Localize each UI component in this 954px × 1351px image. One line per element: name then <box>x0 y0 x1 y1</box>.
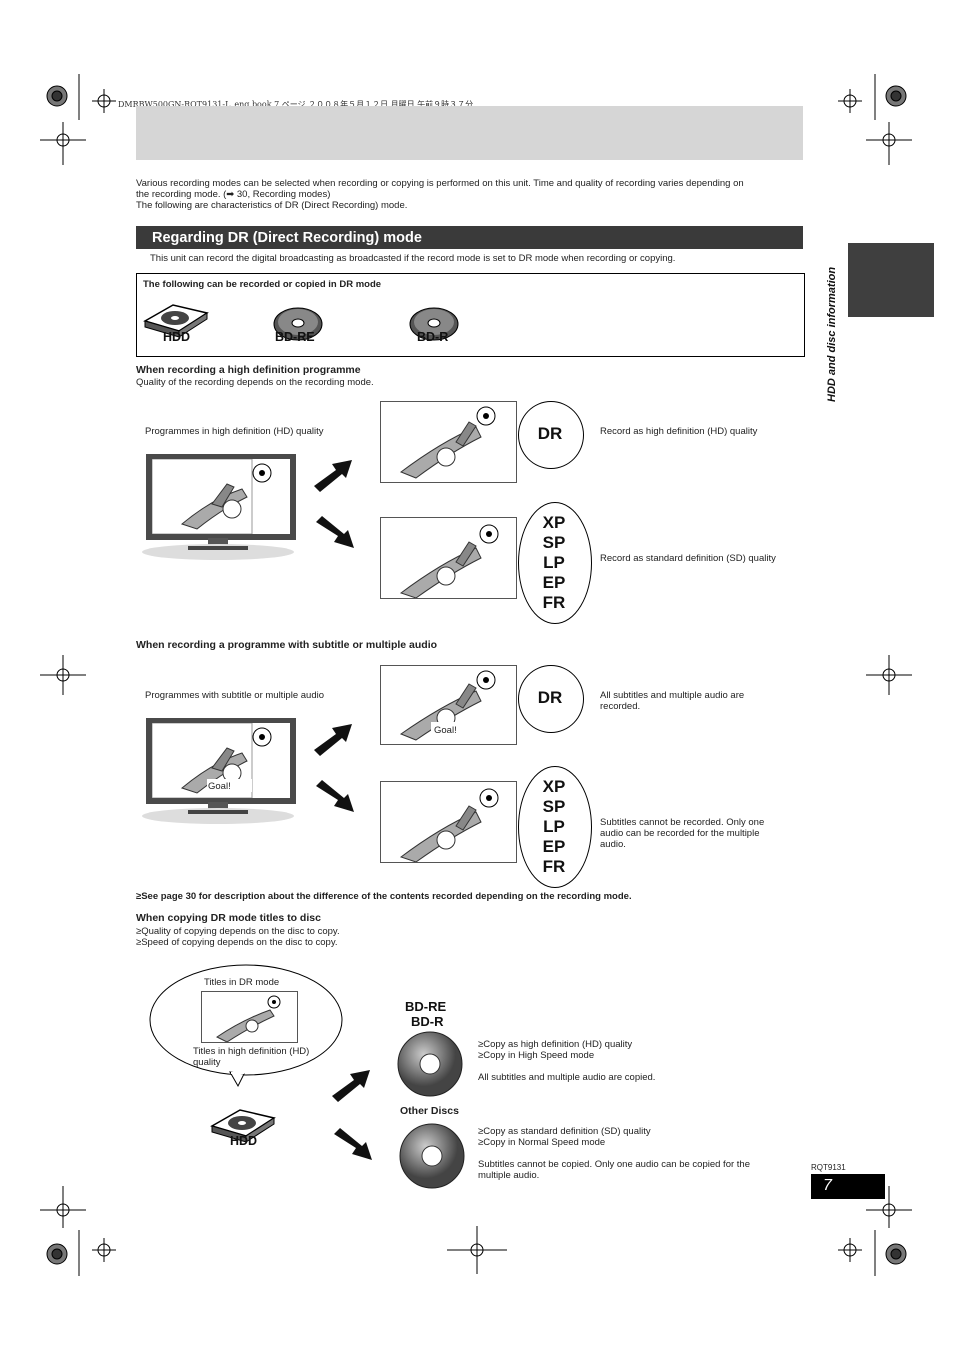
hdd-icon <box>143 304 209 338</box>
bd-copy-item-1: ≥Copy as high definition (HD) quality <box>478 1039 633 1050</box>
sd2-mode-xp: XP <box>542 777 566 796</box>
sd-mode-ep: EP <box>542 573 566 592</box>
media-label-bd-r: BD-R <box>417 330 449 344</box>
tv-stand <box>142 538 294 560</box>
bd-disc-icon-copy <box>397 1031 463 1097</box>
hdd-copy-label: HDD <box>230 1134 258 1148</box>
media-label-bd-re: BD-RE <box>275 330 315 344</box>
sd2-mode-lp: LP <box>543 817 565 836</box>
subtitle-source-label: Programmes with subtitle or multiple aud… <box>145 690 324 701</box>
dr-mode-oval-2 <box>518 665 584 733</box>
copy-bullet-2: ≥Speed of copying depends on the disc to… <box>136 937 338 948</box>
page-header-band <box>136 106 803 160</box>
other-copy-note-1: Subtitles cannot be copied. Only one aud… <box>478 1159 750 1170</box>
arrow-down-right-2 <box>316 780 354 812</box>
goalkeeper-image-2 <box>151 722 272 799</box>
other-discs-label: Other Discs <box>400 1105 459 1117</box>
section-title-bar: Regarding DR (Direct Recording) mode <box>136 226 803 249</box>
section-title: Regarding DR (Direct Recording) mode <box>152 230 422 246</box>
sd2-mode-sp: SP <box>542 797 566 816</box>
sd-mode-lp: LP <box>543 553 565 572</box>
other-copy-item-2: ≥Copy in Normal Speed mode <box>478 1137 606 1148</box>
copy-section-heading: When copying DR mode titles to disc <box>136 912 321 924</box>
dr-mode-oval <box>518 401 584 469</box>
arrow-down-right-3 <box>334 1128 372 1160</box>
bubble-image <box>201 991 298 1043</box>
sd-result-text: Record as standard definition (SD) quali… <box>600 553 776 564</box>
note-line: ≥See page 30 for description about the d… <box>136 891 632 902</box>
hd-result-image <box>380 401 517 483</box>
dr-box-heading: The following can be recorded or copied … <box>143 279 382 290</box>
arrow-down-right <box>316 516 354 548</box>
document-code: RQT9131 <box>811 1163 846 1172</box>
subtitle-sd-result-3: audio. <box>600 839 626 850</box>
bd-copy-label-2: BD-R <box>411 1014 444 1029</box>
dr-result-text: Record as high definition (HD) quality <box>600 426 758 437</box>
subtitle-dr-result-1: All subtitles and multiple audio are <box>600 690 745 701</box>
hd-tv-screen <box>146 454 296 540</box>
copy-bullet-1: ≥Quality of copying depends on the disc … <box>136 926 340 937</box>
dr-media-box: The following can be recorded or copied … <box>136 273 805 357</box>
bubble-bottom-label-2: quality <box>193 1057 221 1068</box>
page-number: 7 <box>823 1177 832 1194</box>
chapter-tab <box>848 243 934 317</box>
hd-section-subtext: Quality of the recording depends on the … <box>136 377 374 388</box>
bubble-bottom-label-1: Titles in high definition (HD) <box>193 1046 310 1057</box>
bd-re-disc-icon <box>273 307 323 341</box>
sd-modes-oval-2 <box>518 766 592 888</box>
arrow-up-right-2 <box>314 724 352 756</box>
bd-copy-note: All subtitles and multiple audio are cop… <box>478 1072 656 1083</box>
goalkeeper-image <box>151 458 272 535</box>
page-number-box: 7 <box>811 1174 885 1199</box>
chapter-side-label: HDD and disc information <box>826 266 838 402</box>
intro-line-1: Various recording modes can be selected … <box>136 178 744 189</box>
section-description: This unit can record the digital broadca… <box>150 253 676 264</box>
book-file-line: DMRBW500GN-RQT9131-L_eng.book 7 ページ ２００８… <box>118 100 474 109</box>
subtitle-dr-result-2: recorded. <box>600 701 641 712</box>
dr-mode-label-2: DR <box>537 688 563 707</box>
sd-result-image <box>380 517 517 599</box>
arrow-up-right-3 <box>332 1070 370 1102</box>
bubble-top-label: Titles in DR mode <box>204 977 280 988</box>
other-copy-note-2: multiple audio. <box>478 1170 540 1181</box>
media-label-hdd: HDD <box>163 330 191 344</box>
hd-source-label: Programmes in high definition (HD) quali… <box>145 426 324 437</box>
hd-section-heading: When recording a high definition program… <box>136 364 361 376</box>
subtitle-section-heading: When recording a programme with subtitle… <box>136 639 438 651</box>
intro-line-3: The following are characteristics of DR … <box>136 200 408 211</box>
subtitle-sd-result-2: audio can be recorded for the multiple <box>600 828 760 839</box>
hdd-icon-copy <box>210 1109 276 1143</box>
other-disc-icon <box>399 1123 465 1189</box>
subtitle-tv-screen <box>146 718 296 804</box>
subtitle-dr-result-image <box>380 665 517 745</box>
bd-r-disc-icon <box>409 307 459 341</box>
subtitle-caption-dr: Goal! <box>434 725 457 736</box>
intro-line-2: the recording mode. (➡ 30, Recording mod… <box>136 189 331 200</box>
sd-mode-fr: FR <box>542 593 566 612</box>
sd-mode-xp: XP <box>542 513 566 532</box>
bd-copy-label-1: BD-RE <box>405 999 447 1014</box>
bd-copy-item-2: ≥Copy in High Speed mode <box>478 1050 595 1061</box>
subtitle-caption-tv: Goal! <box>208 781 231 792</box>
sd2-mode-fr: FR <box>542 857 566 876</box>
tv-stand-2 <box>142 802 294 824</box>
sd-modes-oval <box>518 502 592 624</box>
subtitle-sd-result-1: Subtitles cannot be recorded. Only one <box>600 817 765 828</box>
sd-mode-sp: SP <box>542 533 566 552</box>
arrow-up-right <box>314 460 352 492</box>
sd2-mode-ep: EP <box>542 837 566 856</box>
other-copy-item-1: ≥Copy as standard definition (SD) qualit… <box>478 1126 651 1137</box>
dr-mode-label: DR <box>537 424 563 443</box>
subtitle-sd-result-image <box>380 781 517 863</box>
